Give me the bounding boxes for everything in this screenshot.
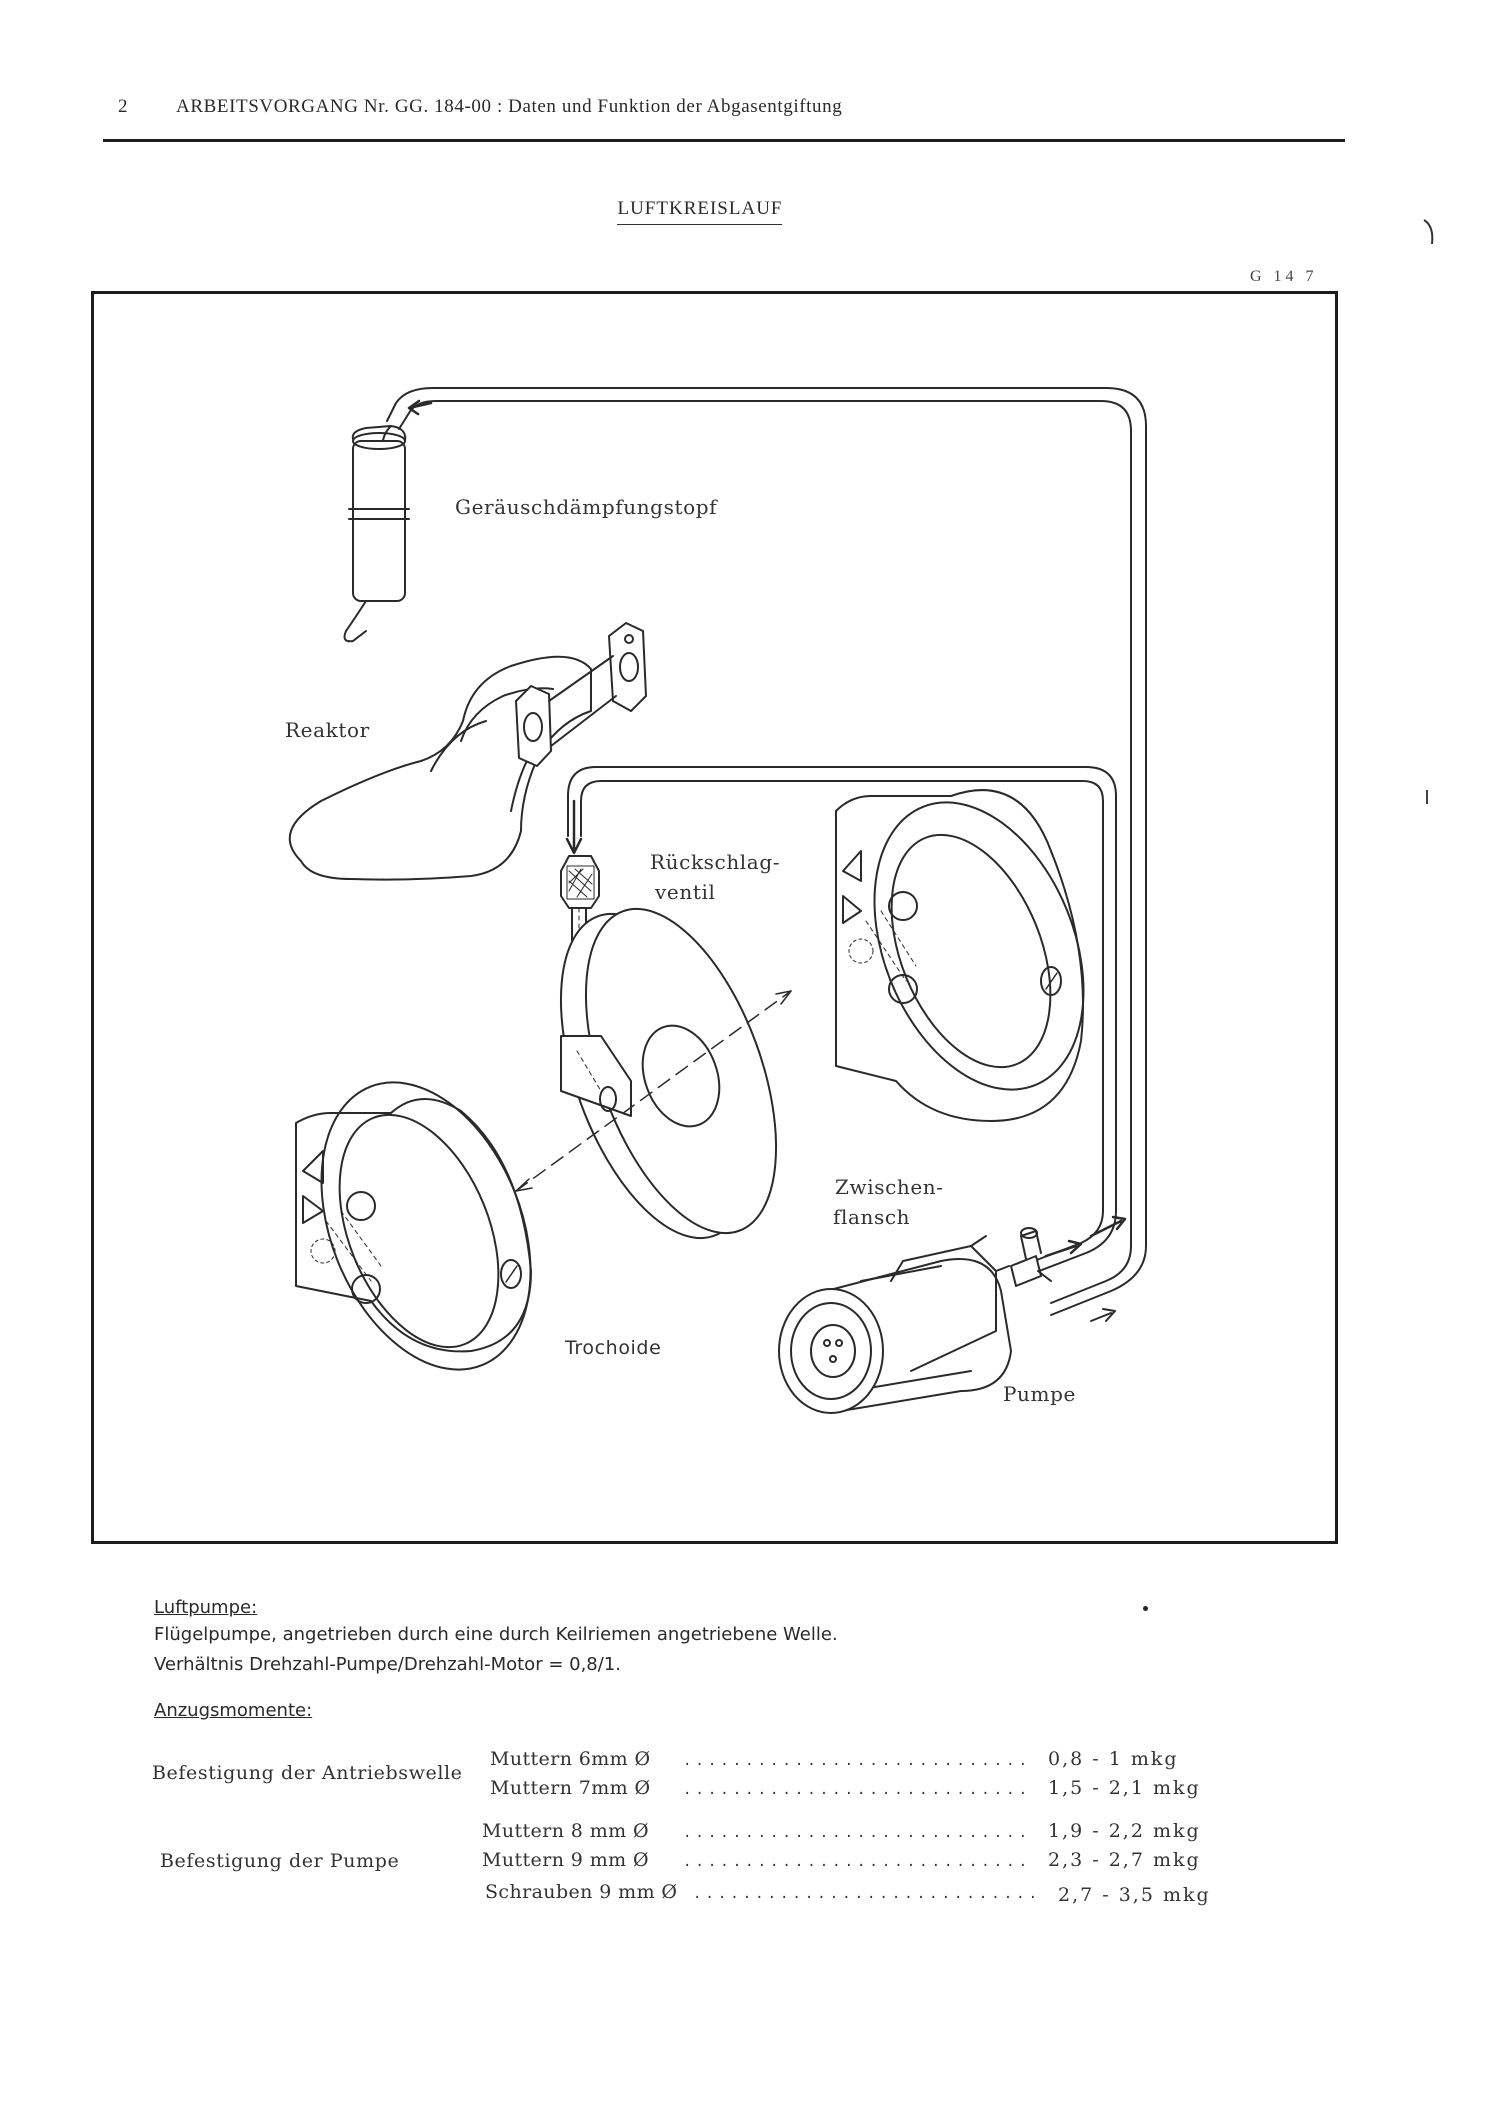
figure-code: G 14 7 [1250, 268, 1318, 285]
flow-arrow-top [407, 399, 433, 416]
label-flange-2: flansch [833, 1205, 911, 1229]
reactor [288, 622, 647, 881]
torque-item: Muttern 9 mm Ø [482, 1849, 649, 1871]
silencer [343, 425, 410, 643]
label-pump: Pumpe [1003, 1382, 1076, 1406]
torque-group-pump: Befestigung der Pumpe [160, 1850, 400, 1872]
air-circuit-diagram [288, 387, 1147, 1414]
flow-arrow-pump-out [1044, 1239, 1083, 1258]
torques-heading: Anzugsmomente: [154, 1700, 313, 1721]
stray-dot [1143, 1606, 1148, 1611]
torque-item: Muttern 8 mm Ø [482, 1820, 649, 1842]
torque-value: 1,9 - 2,2 mkg [1048, 1820, 1201, 1842]
header-title: ARBEITSVORGANG Nr. GG. 184-00 : Daten un… [176, 96, 843, 117]
air-pump-heading: Luftpumpe: [154, 1597, 258, 1618]
label-reactor: Reaktor [285, 718, 370, 742]
torque-group-drive-shaft: Befestigung der Antriebswelle [152, 1762, 463, 1784]
page-number: 2 [118, 96, 128, 117]
torque-value: 1,5 - 2,1 mkg [1048, 1777, 1201, 1799]
header-rule [103, 139, 1345, 142]
torque-value: 0,8 - 1 mkg [1048, 1748, 1179, 1770]
air-line-inner [567, 766, 1117, 1279]
air-pump-line-2: Verhältnis Drehzahl-Pumpe/Drehzahl-Motor… [154, 1654, 621, 1675]
air-pump [778, 1227, 1052, 1414]
leader-dots: ............................ [683, 1825, 1032, 1841]
leader-dots: ............................ [683, 1782, 1032, 1798]
flow-arrow-down [565, 799, 583, 855]
leader-dots: ............................ [683, 1854, 1032, 1870]
label-silencer: Geräuschdämpfungstopf [455, 495, 718, 519]
label-check-valve-1: Rückschlag- [650, 850, 781, 874]
flow-arrow-pump-out-2 [1089, 1215, 1127, 1238]
label-flange-1: Zwischen- [835, 1175, 944, 1199]
section-title: LUFTKREISLAUF [617, 198, 783, 219]
section-title-underline [617, 224, 782, 225]
margin-scan-mark [1423, 219, 1434, 245]
air-pump-line-1: Flügelpumpe, angetrieben durch eine durc… [154, 1624, 838, 1645]
intermediate-flange [515, 907, 792, 1240]
label-check-valve-2: ventil [655, 880, 716, 904]
leader-dots: ............................ [693, 1886, 1042, 1902]
air-line-outer [386, 387, 1147, 1316]
housing-trochoid [295, 1081, 532, 1371]
torque-value: 2,7 - 3,5 mkg [1058, 1884, 1211, 1906]
figure-frame [91, 291, 1338, 1544]
torque-item: Muttern 6mm Ø [490, 1748, 651, 1770]
leader-dots: ............................ [683, 1753, 1032, 1769]
torque-item: Schrauben 9 mm Ø [485, 1881, 678, 1903]
margin-scan-tick [1426, 790, 1428, 804]
housing-upper [835, 789, 1085, 1122]
torque-item: Muttern 7mm Ø [490, 1777, 651, 1799]
label-trochoid: Trochoide [565, 1337, 662, 1359]
flow-arrow-lower [1090, 1308, 1116, 1322]
torque-value: 2,3 - 2,7 mkg [1048, 1849, 1201, 1871]
